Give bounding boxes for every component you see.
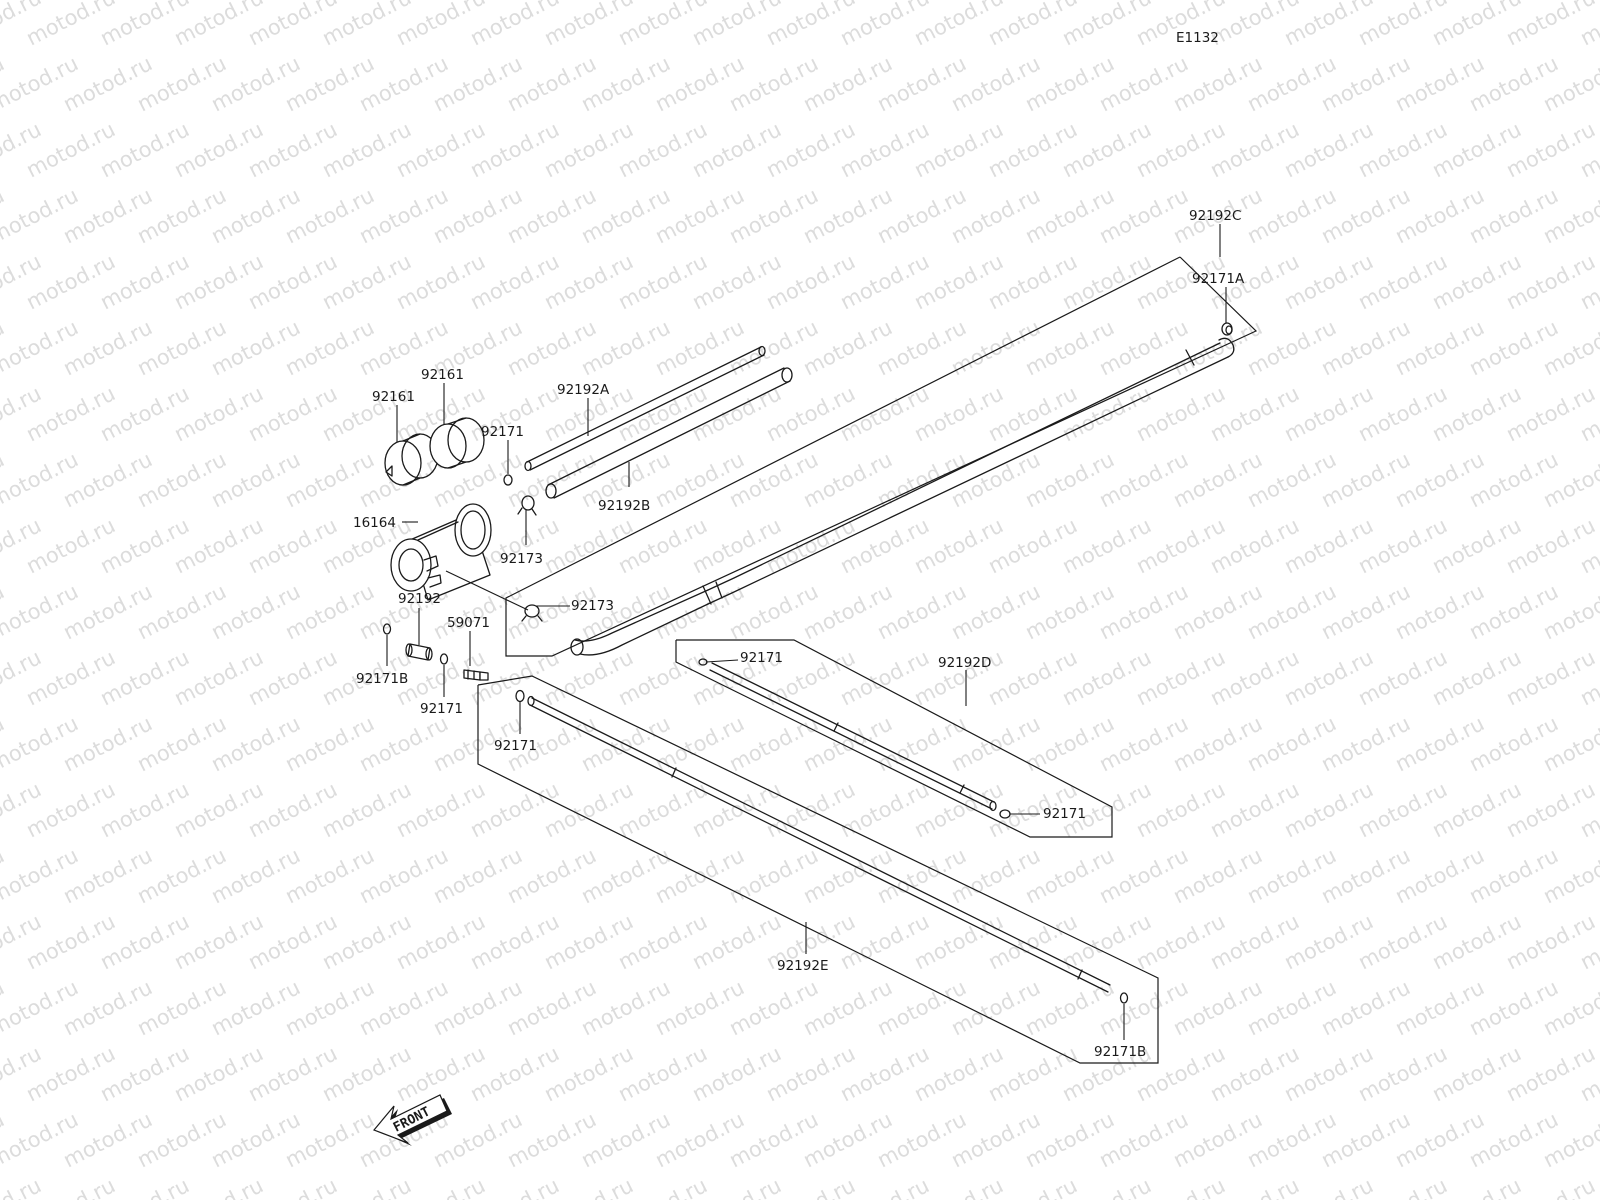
label-92173-lower: 92173 [571,598,614,614]
band-92161-right-icon [429,417,485,469]
label-59071: 59071 [447,615,490,631]
pipe-92192-icon [405,643,433,661]
label-92192d: 92192D [938,655,991,671]
label-92171-top: 92171 [481,424,524,440]
hose-92192c [570,337,1235,656]
separator-16164-icon [390,503,492,601]
group-box-92192c [505,256,1258,657]
label-92171-e-left: 92171 [494,738,537,754]
label-92192: 92192 [398,591,441,607]
group-box-92192d [675,639,1113,838]
front-arrow-icon: FRONT [373,1094,452,1146]
label-92192a: 92192A [557,382,610,398]
leader-lines [386,224,1227,1040]
label-92171b-left: 92171B [356,671,408,687]
clamp-92171-mid-icon [439,653,449,665]
label-16164: 16164 [353,515,396,531]
clamp-92171a-icon [1221,322,1233,336]
label-92171a: 92171A [1192,271,1245,287]
hose-92192a [524,345,766,472]
clip-92173-lower-icon [521,604,543,622]
label-92192e: 92192E [777,958,828,974]
label-92192b: 92192B [598,498,650,514]
label-92171-d-right: 92171 [1043,806,1086,822]
clamp-92171-top-icon [503,474,513,486]
label-92192c: 92192C [1189,208,1241,224]
clip-92173-upper-icon [517,495,537,516]
clamp-92171b-left-icon [382,623,392,635]
label-92171b-right: 92171B [1094,1044,1146,1060]
hose-92192b [545,367,793,499]
label-92171-d-left: 92171 [740,650,783,666]
group-box-92192e [477,675,1159,1064]
fitting-59071-icon [463,669,489,681]
watermark-text: motod.ru [0,1173,45,1200]
label-92161-right: 92161 [421,367,464,383]
label-92161-left: 92161 [372,389,415,405]
label-92173-upper: 92173 [500,551,543,567]
hose-92192e [515,689,1129,1004]
label-92171-mid: 92171 [420,701,463,717]
diagram-code: E1132 [1176,30,1219,46]
